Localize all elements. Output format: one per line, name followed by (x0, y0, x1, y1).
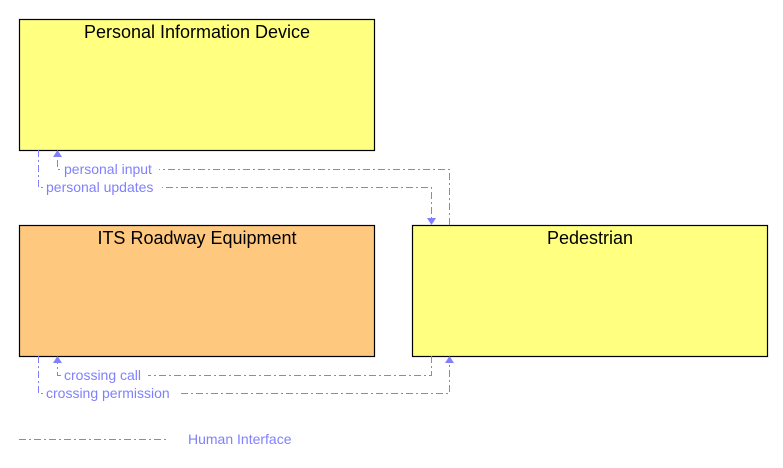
flow-crossing-call[interactable]: crossing call (53, 356, 432, 383)
flow-line (38, 356, 450, 394)
flow-line (57, 156, 450, 225)
flow-line (57, 356, 432, 376)
element-label: Pedestrian (547, 228, 633, 248)
arrow-up-icon (53, 356, 62, 363)
element-box (411, 224, 769, 358)
arrow-up-icon (445, 356, 454, 363)
flow-personal-input[interactable]: personal input (53, 150, 450, 225)
element-box (18, 224, 376, 358)
element-its-roadway-equipment[interactable]: ITS Roadway Equipment (18, 224, 376, 358)
legend-label: Human Interface (188, 431, 292, 447)
flow-crossing-permission[interactable]: crossing permission (38, 356, 455, 401)
element-pedestrian[interactable]: Pedestrian (411, 224, 769, 358)
element-box (18, 18, 376, 152)
flow-personal-updates[interactable]: personal updates (38, 150, 437, 225)
flow-label: crossing permission (46, 385, 170, 401)
flow-label: personal input (64, 161, 152, 177)
element-personal-information-device[interactable]: Personal Information Device (18, 18, 376, 152)
arrow-up-icon (53, 150, 62, 157)
flow-line (38, 150, 432, 219)
flow-label: personal updates (46, 179, 153, 195)
element-label: ITS Roadway Equipment (97, 228, 296, 248)
legend: Human Interface (19, 431, 292, 447)
element-label: Personal Information Device (84, 22, 310, 42)
flow-label: crossing call (64, 367, 141, 383)
arrow-down-icon (427, 218, 436, 225)
